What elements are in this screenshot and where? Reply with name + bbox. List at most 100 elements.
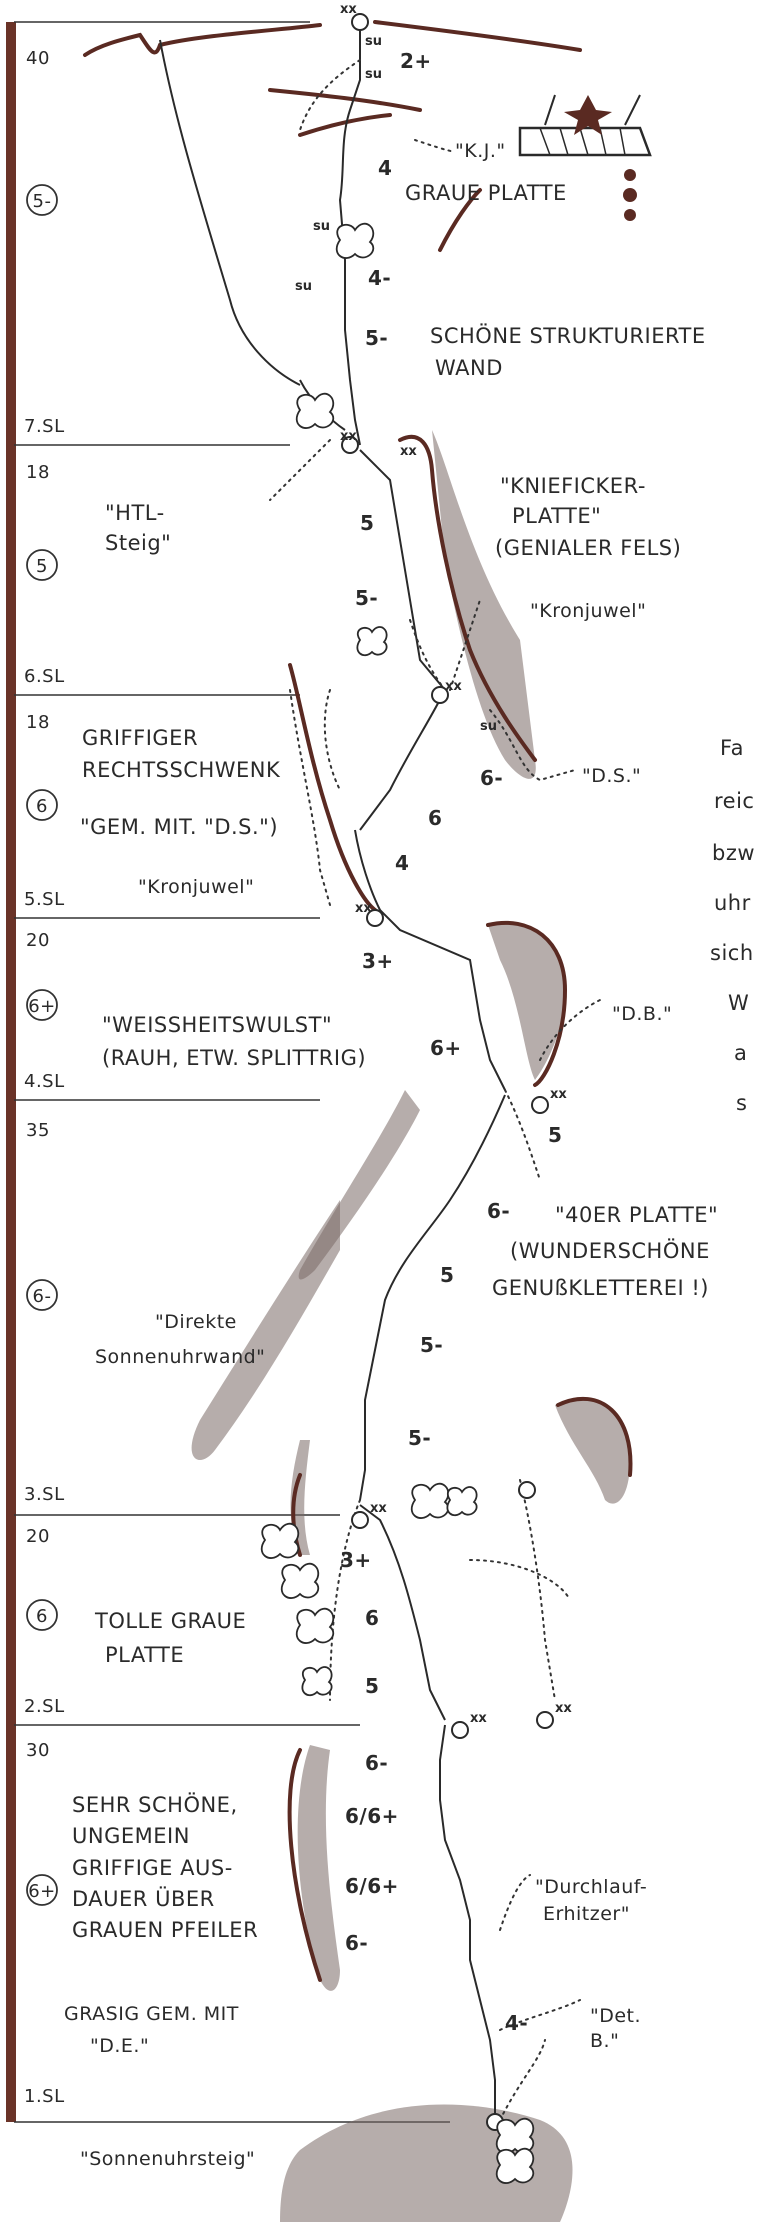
svg-text:RECHTSSCHWENK: RECHTSSCHWENK [82, 758, 281, 782]
pitch-3-label: 3.SL [24, 1484, 65, 1505]
svg-text:UNGEMEIN: UNGEMEIN [72, 1824, 190, 1848]
pitch-2-label: 2.SL [24, 1696, 65, 1717]
pitch-7-grade: 5- [26, 184, 58, 216]
svg-text:6: 6 [428, 806, 442, 830]
svg-text:6/6+: 6/6+ [345, 1874, 399, 1898]
svg-text:xx: xx [340, 2, 357, 17]
svg-text:"WEISSHEITSWULST": "WEISSHEITSWULST" [102, 1013, 332, 1037]
pitch-grid [14, 21, 450, 2123]
margin-text: Fa reic bzw uhr sich W a s [710, 736, 755, 1115]
svg-text:uhr: uhr [714, 891, 751, 915]
svg-text:"Det.: "Det. [590, 2005, 641, 2027]
svg-text:4: 4 [378, 156, 392, 180]
pitch-1-length: 30 [26, 1740, 50, 1761]
pitch-3-grade: 6- [26, 1279, 58, 1311]
pitch-1-grade: 6+ [26, 1874, 58, 1906]
svg-text:DAUER ÜBER: DAUER ÜBER [72, 1886, 215, 1911]
svg-text:"Kronjuwel": "Kronjuwel" [138, 876, 254, 898]
svg-text:su: su [365, 34, 382, 49]
svg-text:6-: 6- [365, 1751, 388, 1775]
svg-text:"D.S.": "D.S." [582, 765, 641, 787]
svg-text:GRIFFIGER: GRIFFIGER [82, 726, 198, 750]
pitch-4-grade: 6+ [26, 989, 58, 1021]
svg-text:6-: 6- [480, 766, 503, 790]
svg-text:Sonnenuhrwand": Sonnenuhrwand" [95, 1346, 265, 1368]
svg-text:6+: 6+ [28, 996, 56, 1017]
svg-text:su: su [365, 67, 382, 82]
svg-text:5: 5 [365, 1674, 379, 1698]
route-descriptions: "K.J." GRAUE PLATTE SCHÖNE STRUKTURIERTE… [64, 140, 718, 2170]
svg-text:W: W [728, 991, 749, 1015]
svg-text:xx: xx [550, 1087, 567, 1102]
svg-text:(WUNDERSCHÖNE: (WUNDERSCHÖNE [510, 1238, 710, 1263]
svg-text:6+: 6+ [28, 1881, 56, 1902]
svg-text:"40ER PLATTE": "40ER PLATTE" [555, 1203, 718, 1227]
svg-text:(GENIALER FELS): (GENIALER FELS) [495, 536, 681, 560]
svg-text:6-: 6- [33, 1286, 52, 1307]
svg-text:xx: xx [355, 901, 372, 916]
pitch-6-length: 18 [26, 462, 50, 483]
svg-text:4-: 4- [368, 266, 391, 290]
pitch-1-label: 1.SL [24, 2086, 65, 2107]
svg-text:Fa: Fa [720, 736, 744, 760]
svg-text:5: 5 [440, 1263, 454, 1287]
svg-text:"GEM. MIT. "D.S."): "GEM. MIT. "D.S.") [80, 815, 278, 839]
bolt-marks: xx xx xx xx xx xx xx xx xx su su su su s… [295, 2, 572, 1726]
svg-text:"Sonnenuhrsteig": "Sonnenuhrsteig" [80, 2148, 255, 2170]
bushes [260, 222, 535, 2184]
svg-text:GRASIG GEM. MIT: GRASIG GEM. MIT [64, 2003, 239, 2025]
svg-text:6-: 6- [345, 1931, 368, 1955]
svg-text:6: 6 [36, 1606, 48, 1627]
pitch-5-length: 18 [26, 712, 50, 733]
svg-text:B.": B." [590, 2030, 619, 2052]
pitch-3-length: 35 [26, 1120, 50, 1141]
pitch-5-label: 5.SL [24, 889, 65, 910]
svg-text:bzw: bzw [712, 841, 755, 865]
pitch-6-label: 6.SL [24, 666, 65, 687]
svg-text:WAND: WAND [435, 356, 503, 380]
pitch-5-grade: 6 [26, 789, 58, 821]
svg-text:su: su [295, 279, 312, 294]
svg-text:4: 4 [395, 851, 409, 875]
pitch-7-length: 40 [26, 48, 50, 69]
svg-text:6/6+: 6/6+ [345, 1804, 399, 1828]
svg-text:xx: xx [470, 1711, 487, 1726]
pitch-4-label: 4.SL [24, 1071, 65, 1092]
roof-block [518, 94, 652, 221]
pitch-2-length: 20 [26, 1526, 50, 1547]
svg-text:xx: xx [340, 429, 357, 444]
svg-text:s: s [736, 1091, 747, 1115]
svg-text:xx: xx [400, 444, 417, 459]
svg-text:GRAUEN PFEILER: GRAUEN PFEILER [72, 1918, 258, 1942]
svg-text:a: a [734, 1041, 747, 1065]
svg-text:"Direkte: "Direkte [155, 1311, 237, 1333]
svg-text:GRIFFIGE AUS-: GRIFFIGE AUS- [72, 1856, 233, 1880]
svg-text:"D.B.": "D.B." [612, 1003, 672, 1025]
pitch-7-label: 7.SL [24, 416, 65, 437]
svg-text:PLATTE": PLATTE" [512, 504, 601, 528]
svg-text:(RAUH, ETW. SPLITTRIG): (RAUH, ETW. SPLITTRIG) [102, 1046, 366, 1070]
svg-text:5-: 5- [33, 191, 52, 212]
svg-text:xx: xx [370, 1501, 387, 1516]
svg-text:5: 5 [360, 511, 374, 535]
rock-shading [191, 430, 630, 2222]
svg-text:su: su [480, 719, 497, 734]
svg-text:Steig": Steig" [105, 531, 171, 555]
route-grades: 2+ 4 4- 5- 5 5- 6- 6 4 3+ 6+ 5 6- 5 5- 5… [340, 49, 562, 2035]
svg-text:"Kronjuwel": "Kronjuwel" [530, 600, 646, 622]
pitch-2-grade: 6 [26, 1599, 58, 1631]
svg-text:5-: 5- [420, 1333, 443, 1357]
svg-text:sich: sich [710, 941, 754, 965]
svg-text:SCHÖNE STRUKTURIERTE: SCHÖNE STRUKTURIERTE [430, 323, 706, 348]
svg-text:GRAUE PLATTE: GRAUE PLATTE [405, 181, 567, 205]
svg-text:5-: 5- [408, 1426, 431, 1450]
svg-text:2+: 2+ [400, 49, 432, 73]
svg-text:"D.E.": "D.E." [90, 2035, 149, 2057]
svg-text:3+: 3+ [362, 949, 394, 973]
svg-text:5-: 5- [355, 586, 378, 610]
pitch-scale-bar [6, 22, 16, 2122]
svg-text:reic: reic [714, 789, 754, 813]
svg-text:"Durchlauf-: "Durchlauf- [535, 1876, 647, 1898]
svg-text:xx: xx [555, 1701, 572, 1716]
